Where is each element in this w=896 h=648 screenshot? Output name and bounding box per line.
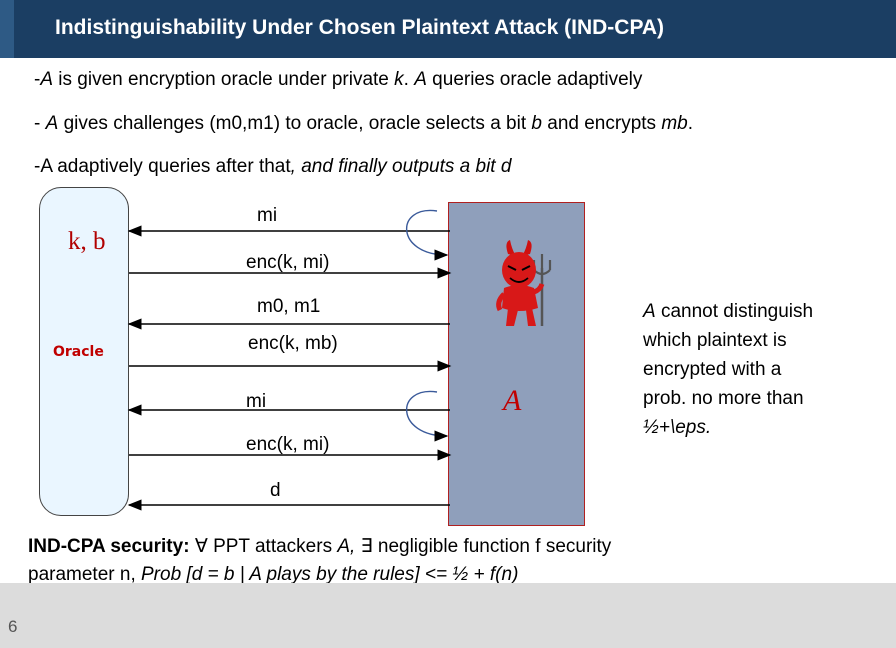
security-definition: IND-CPA security: ∀ PPT attackers A, ∃ n… xyxy=(28,536,612,585)
slide-title: Indistinguishability Under Chosen Plaint… xyxy=(55,16,665,39)
title-bar xyxy=(0,0,896,58)
message-label: mi xyxy=(246,391,267,412)
adaptive-loop-1 xyxy=(405,209,449,261)
title-accent xyxy=(0,0,14,58)
devil-icon xyxy=(496,240,552,326)
bullet-output: -A adaptively queries after that, and fi… xyxy=(34,156,512,177)
message-label: d xyxy=(270,480,281,501)
oracle-secret: k, b xyxy=(68,228,106,255)
bullet-challenge: - A gives challenges (m0,m1) to oracle, … xyxy=(34,113,694,134)
page-number: 6 xyxy=(8,617,18,636)
message-label: enc(k, mi) xyxy=(246,252,330,273)
attacker-label: A xyxy=(503,384,522,417)
message-label: mi xyxy=(257,205,278,226)
bullet-oracle-access: -A is given encryption oracle under priv… xyxy=(34,69,643,90)
message-label: m0, m1 xyxy=(257,296,321,317)
footer-bar xyxy=(0,583,896,648)
indistinguishability-note: A cannot distinguish which plaintext is … xyxy=(643,301,814,438)
oracle-label: Oracle xyxy=(53,344,104,360)
message-label: enc(k, mi) xyxy=(246,434,330,455)
message-label: enc(k, mb) xyxy=(248,333,338,354)
oracle-box xyxy=(39,187,129,516)
adaptive-loop-2 xyxy=(405,390,449,442)
